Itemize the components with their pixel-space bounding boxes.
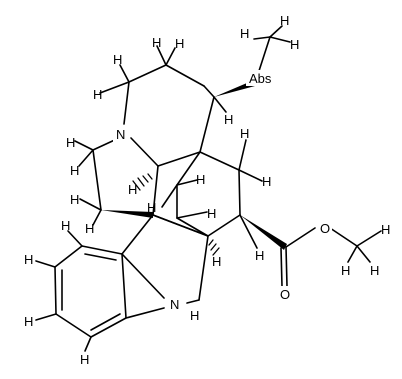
carbonyl-oxygen-label: O bbox=[280, 287, 290, 302]
indole-nitrogen-label: N bbox=[170, 297, 179, 312]
wedge-bond bbox=[101, 210, 153, 218]
indole-nh-hydrogen-label: H bbox=[190, 308, 199, 323]
hydrogen-label: H bbox=[85, 221, 94, 236]
hydrogen-label: H bbox=[113, 52, 122, 67]
hydrogen-label: H bbox=[152, 35, 161, 50]
hashed-bond bbox=[208, 239, 220, 256]
hydrogen-label: H bbox=[290, 37, 299, 52]
hydrogen-label: H bbox=[262, 174, 271, 189]
hydrogen-label: H bbox=[61, 218, 70, 233]
hydrogen-label: H bbox=[280, 13, 289, 28]
hydrogen-label: H bbox=[381, 222, 390, 237]
hydrogen-label: H bbox=[93, 87, 102, 102]
hydrogen-label: H bbox=[24, 252, 33, 267]
bond-layer bbox=[35, 25, 382, 352]
hydrogen-label: H bbox=[70, 192, 79, 207]
hydrogen-label: H bbox=[80, 352, 89, 367]
hydrogen-label: H bbox=[212, 254, 221, 269]
ester-oxygen-label: O bbox=[320, 221, 330, 236]
hydrogen-label: H bbox=[147, 200, 156, 215]
hydrogen-label: H bbox=[70, 163, 79, 178]
hydrogen-label: H bbox=[196, 172, 205, 187]
hydrogen-label: H bbox=[207, 206, 216, 221]
hydrogen-label: H bbox=[341, 263, 350, 278]
hydrogen-label: H bbox=[370, 263, 379, 278]
hydrogen-label: H bbox=[240, 26, 249, 41]
hydrogen-label: H bbox=[255, 248, 264, 263]
amine-nitrogen-label: N bbox=[116, 127, 125, 142]
wedge-bond bbox=[240, 215, 287, 250]
wedge-bond bbox=[214, 80, 255, 97]
hydrogen-label: H bbox=[128, 182, 137, 197]
hydrogen-label: H bbox=[66, 135, 75, 150]
atom-label-layer: N Abs O O N H H H H H H H H H H H H H H … bbox=[24, 13, 390, 367]
stereo-abs-label: Abs bbox=[249, 71, 272, 86]
hydrogen-label: H bbox=[240, 126, 249, 141]
hydrogen-label: H bbox=[224, 112, 233, 127]
hydrogen-label: H bbox=[24, 314, 33, 329]
hashed-bond bbox=[132, 173, 153, 191]
hydrogen-label: H bbox=[175, 36, 184, 51]
